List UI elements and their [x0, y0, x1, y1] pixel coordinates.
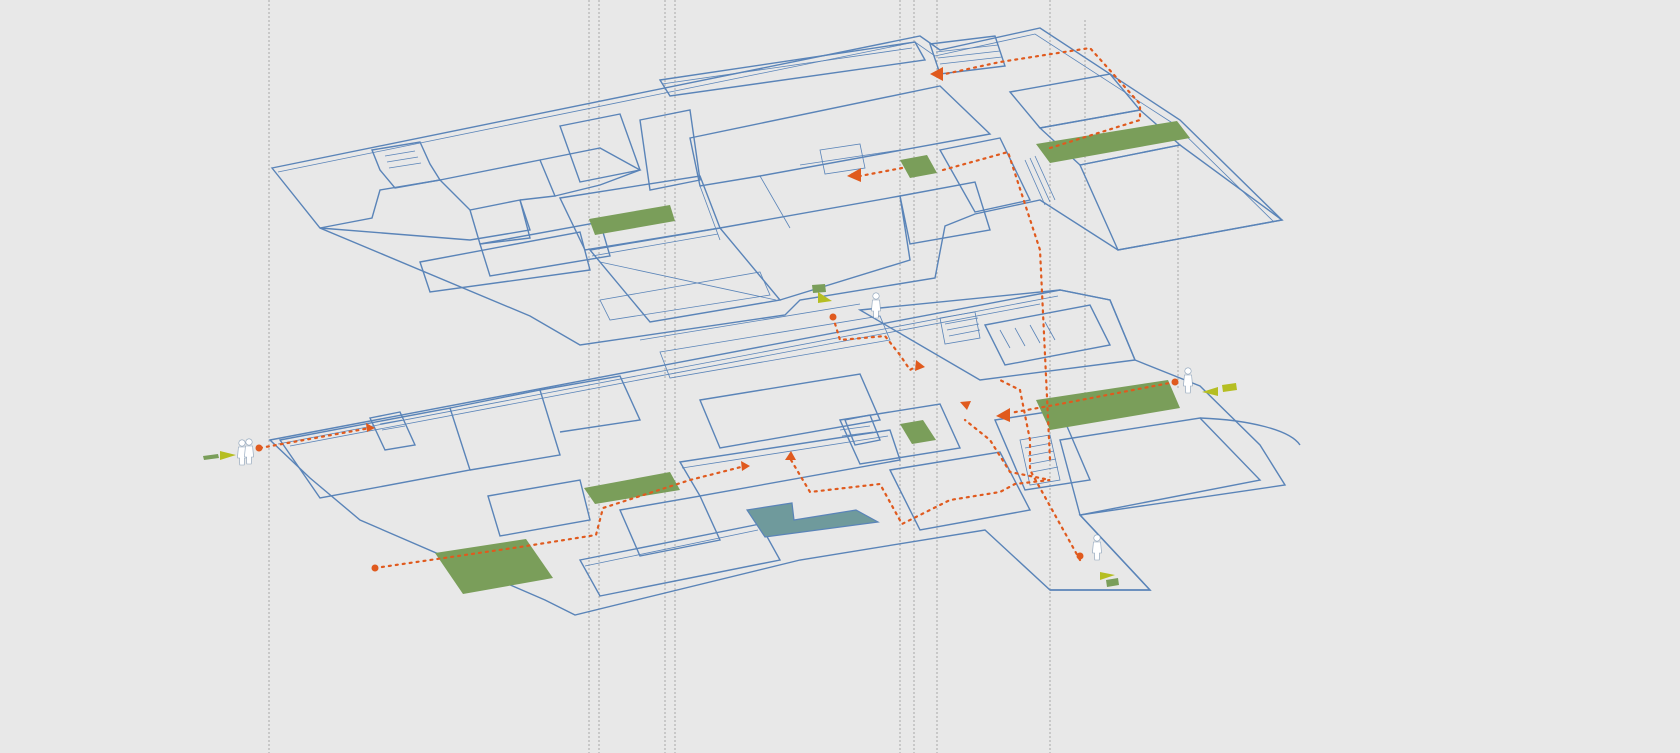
route-path: [373, 464, 747, 570]
person-silhouette-icon: [244, 438, 254, 465]
entry-arrow-icon: [203, 451, 236, 460]
route-start-dot: [829, 313, 837, 321]
garden-court: [900, 420, 936, 444]
dotted-route-arrow-icon: [785, 451, 796, 460]
upper-floor-plan: [270, 27, 1284, 346]
entry-arrow-icon: [1202, 383, 1237, 396]
route-endpoints: [255, 313, 1179, 572]
route-arrowheads: [366, 67, 1010, 471]
route-start-dot: [255, 444, 263, 452]
garden-court: [900, 155, 937, 178]
person-silhouette-icon: [871, 292, 881, 319]
route-start-dot: [1171, 378, 1179, 386]
lower-floor-plan: [268, 289, 1301, 616]
route-path: [998, 378, 1082, 562]
entry-arrow-icon: [1100, 572, 1119, 587]
route-start-dot: [371, 564, 379, 572]
garden-court: [584, 472, 680, 504]
circulation-routes: [258, 46, 1177, 570]
dotted-route-arrow-icon: [996, 408, 1010, 422]
person-silhouette-icon: [1183, 367, 1193, 394]
route-path: [941, 150, 1052, 462]
garden-lawn: [435, 539, 553, 594]
route-path: [831, 315, 920, 372]
route-path: [943, 46, 1142, 150]
dotted-route-arrow-icon: [930, 67, 943, 81]
entry-arrow-icon: [812, 284, 832, 303]
dotted-route-arrow-icon: [847, 168, 861, 182]
vertical-guide-lines: [268, 0, 1179, 753]
entry-markers: [203, 284, 1237, 587]
route-path: [789, 418, 1051, 526]
route-path: [258, 426, 372, 450]
garden-areas: [435, 121, 1190, 594]
garden-court: [1036, 380, 1180, 430]
person-silhouette-icon: [1092, 534, 1102, 561]
pool: [745, 502, 880, 538]
route-start-dot: [1076, 552, 1084, 560]
garden-court: [1036, 121, 1190, 163]
dotted-route-arrow-icon: [960, 401, 971, 410]
dotted-route-arrow-icon: [366, 423, 375, 432]
dotted-route-arrow-icon: [741, 461, 750, 471]
dotted-route-arrow-icon: [915, 360, 925, 371]
garden-court: [589, 205, 675, 235]
